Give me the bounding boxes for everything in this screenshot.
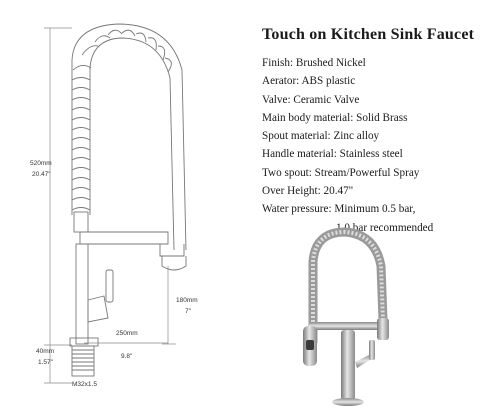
spec-valve: Valve: Ceramic Valve xyxy=(262,93,360,106)
faucet-technical-drawing: 520mm 20.47" 180mm 7" 250mm 9.8" 40mm 1.… xyxy=(30,23,198,388)
spec-water-pressure-continued: 1.0 bar recommended xyxy=(336,221,434,234)
shank-in-label: 1.57" xyxy=(38,359,54,366)
height-dimension xyxy=(44,27,72,384)
reach-in-label: 9.8" xyxy=(121,353,133,360)
spec-water-pressure: Water pressure: Minimum 0.5 bar, xyxy=(262,203,416,216)
spec-finish: Finish: Brushed Nickel xyxy=(262,57,366,69)
spec-spout-material: Spout material: Zinc alloy xyxy=(262,130,380,143)
product-title: Touch on Kitchen Sink Faucet xyxy=(262,26,475,43)
spout-height-in-label: 7" xyxy=(185,308,192,315)
thread-label: M32x1.5 xyxy=(72,381,97,388)
spec-over-height: Over Height: 20.47" xyxy=(262,185,354,198)
faucet-outline xyxy=(69,23,187,377)
spec-body-material: Main body material: Solid Brass xyxy=(262,111,408,124)
faucet-product-photo xyxy=(303,227,389,406)
shank-mm-label: 40mm xyxy=(36,348,54,355)
spec-aerator: Aerator: ABS plastic xyxy=(262,75,356,88)
spec-two-spout: Two spout: Stream/Powerful Spray xyxy=(262,166,420,179)
spec-panel: Touch on Kitchen Sink Faucet Finish: Bru… xyxy=(262,26,498,237)
spec-handle-material: Handle material: Stainless steel xyxy=(262,148,403,161)
spout-height-mm-label: 180mm xyxy=(176,297,198,304)
height-mm-label: 520mm xyxy=(30,160,52,167)
height-in-label: 20.47" xyxy=(32,171,51,178)
reach-mm-label: 250mm xyxy=(116,330,138,337)
spout-height-dimension xyxy=(162,266,176,345)
